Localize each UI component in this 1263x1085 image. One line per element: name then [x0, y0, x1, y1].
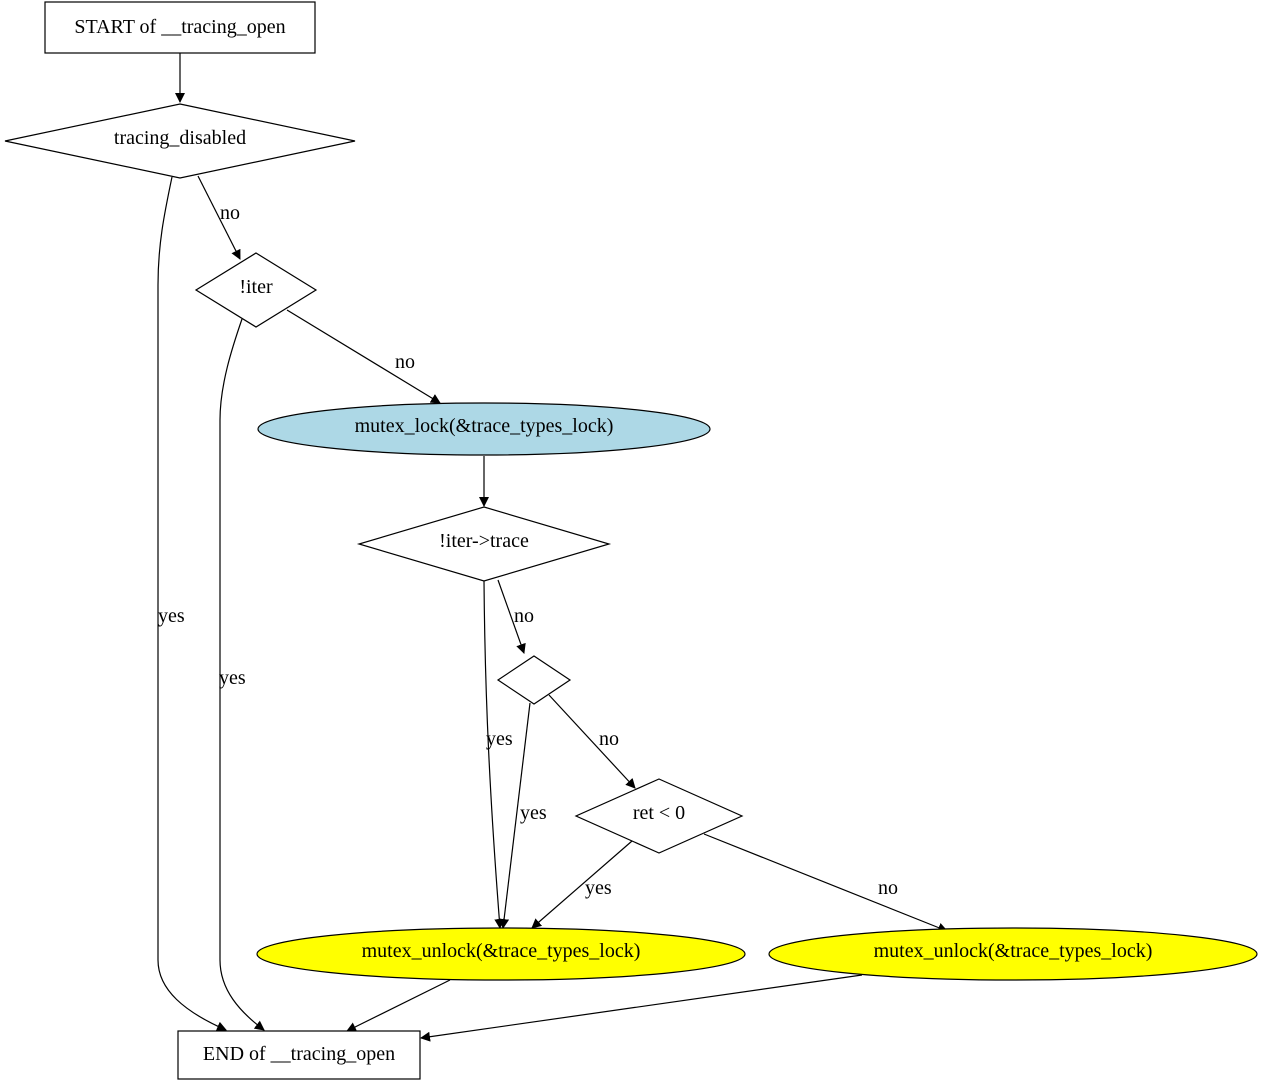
edge-ret-yes: [531, 840, 633, 929]
edge-iter-yes: [219, 318, 265, 1031]
node-unlock-left-label: mutex_unlock(&trace_types_lock): [362, 940, 641, 962]
node-unlock-right-label: mutex_unlock(&trace_types_lock): [874, 940, 1153, 962]
edge-ret-no: [703, 833, 948, 933]
node-start: START of __tracing_open: [44, 1, 316, 54]
edge-label-nit-no: no: [514, 605, 534, 627]
edge-label-ret-yes: yes: [585, 877, 612, 899]
node-not-iter: !iter: [194, 252, 318, 328]
edge-iter-trace-no: [497, 579, 526, 654]
edge-iter-no: [286, 309, 441, 404]
node-ret-lt-0: ret < 0: [574, 778, 744, 854]
edges: [157, 53, 948, 1042]
edge-unlock-left-to-end: [346, 979, 451, 1032]
node-not-iter-label: !iter: [239, 276, 273, 298]
node-mutex-lock: mutex_lock(&trace_types_lock): [257, 402, 711, 456]
node-end: END of __tracing_open: [177, 1030, 421, 1080]
node-not-iter-trace: !iter->trace: [356, 506, 612, 582]
edge-label-td-no: no: [220, 202, 240, 224]
node-unlock-right: mutex_unlock(&trace_types_lock): [768, 927, 1258, 981]
edge-tracing-disabled-yes: [157, 176, 227, 1031]
edge-labels: no yes no yes no yes no yes yes no: [158, 202, 898, 899]
node-tracing-disabled: tracing_disabled: [4, 103, 356, 179]
edge-tracing-disabled-no: [197, 175, 241, 260]
edge-label-ec-yes: yes: [520, 802, 547, 824]
edge-label-nit-yes: yes: [486, 728, 513, 750]
edge-unlock-right-to-end: [420, 974, 863, 1042]
edge-label-ret-no: no: [878, 877, 898, 899]
edge-empty-cond-no: [548, 694, 636, 789]
edge-label-td-yes: yes: [158, 605, 185, 627]
node-not-iter-trace-label: !iter->trace: [439, 530, 529, 552]
node-end-label: END of __tracing_open: [203, 1043, 395, 1065]
edge-label-ni-yes: yes: [219, 667, 246, 689]
node-tracing-disabled-label: tracing_disabled: [114, 127, 246, 149]
edge-label-ec-no: no: [599, 728, 619, 750]
node-unlock-left: mutex_unlock(&trace_types_lock): [256, 927, 746, 981]
edge-label-ni-no: no: [395, 351, 415, 373]
node-mutex-lock-label: mutex_lock(&trace_types_lock): [355, 415, 614, 437]
node-empty-condition: [496, 655, 572, 705]
edge-empty-cond-yes: [499, 702, 531, 929]
edge-iter-trace-yes: [483, 580, 505, 929]
node-start-label: START of __tracing_open: [74, 16, 285, 38]
node-ret-lt-0-label: ret < 0: [633, 802, 685, 824]
